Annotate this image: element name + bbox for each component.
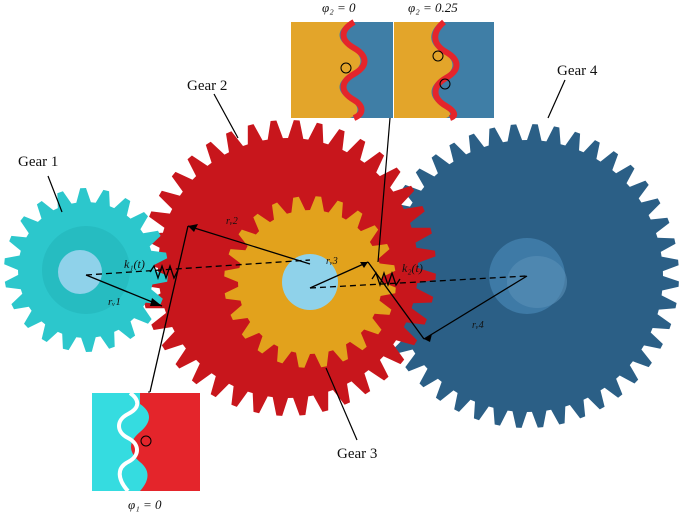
- gear-3-label: Gear 3: [337, 446, 377, 462]
- rb4-label: rᵥ4: [472, 320, 484, 331]
- k2-label: k₂(t): [402, 261, 423, 275]
- arrowheads: [150, 224, 432, 342]
- gear-2-label: Gear 2: [187, 78, 227, 94]
- gear-1-label: Gear 1: [18, 154, 58, 170]
- inset-phi1: [92, 391, 200, 493]
- inset-phi2-b-caption: φ₂ = 0.25: [408, 0, 458, 15]
- rb2-label: rᵥ2: [226, 216, 238, 227]
- mesh-model-lines: [85, 225, 528, 393]
- spring-k2: [371, 270, 401, 288]
- gear-1: [4, 188, 168, 352]
- gear-4-label: Gear 4: [557, 63, 598, 79]
- inset-phi1-caption: φ₁ = 0: [128, 497, 162, 512]
- rb1-label: rᵥ1: [108, 296, 121, 308]
- leader-lines: [47, 79, 566, 441]
- gear-3: [224, 196, 396, 368]
- inset-phi2-a: [291, 19, 393, 121]
- spring-k1: [149, 263, 179, 281]
- inset-phi2-b: [394, 19, 494, 121]
- gear-3-hub: [282, 254, 338, 310]
- inset-phi2-a-caption: φ₂ = 0: [322, 0, 356, 15]
- gear-1-hub: [58, 250, 102, 294]
- rb3-label: rᵥ3: [326, 256, 338, 267]
- k1-label: k₁(t): [124, 257, 145, 271]
